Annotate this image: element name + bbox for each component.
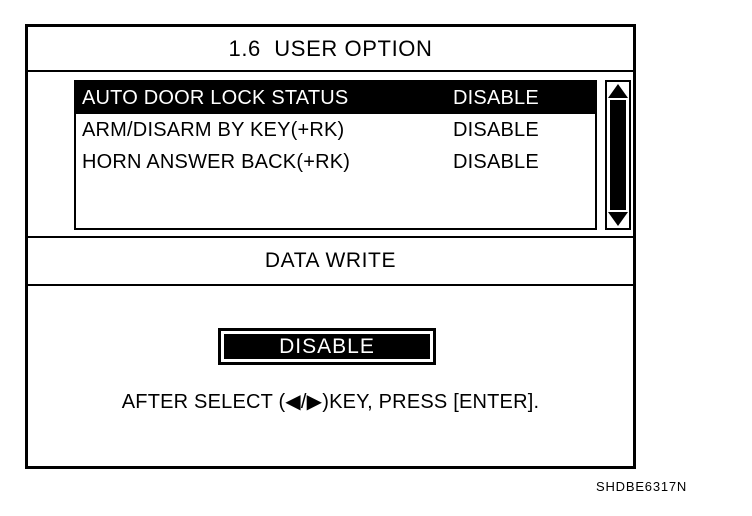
data-write-band: DATA WRITE xyxy=(28,238,633,286)
selected-value-button[interactable]: DISABLE xyxy=(218,328,436,365)
device-screen-frame: 1.6 USER OPTION AUTO DOOR LOCK STATUS DI… xyxy=(25,24,636,469)
selected-value-label: DISABLE xyxy=(279,334,375,358)
page-title: 1.6 USER OPTION xyxy=(228,35,433,61)
option-list[interactable]: AUTO DOOR LOCK STATUS DISABLE ARM/DISARM… xyxy=(74,80,597,230)
option-value: DISABLE xyxy=(453,86,539,109)
screen-title-bar: 1.6 USER OPTION xyxy=(28,27,633,72)
option-value: DISABLE xyxy=(453,118,539,141)
selected-value-button-fill: DISABLE xyxy=(224,334,430,359)
list-item[interactable]: HORN ANSWER BACK(+RK) DISABLE xyxy=(76,146,595,178)
triangle-up-icon[interactable] xyxy=(608,84,628,98)
section-label: DATA WRITE xyxy=(264,249,397,272)
list-item[interactable]: AUTO DOOR LOCK STATUS DISABLE xyxy=(76,82,595,114)
figure-caption: SHDBE6317N xyxy=(596,479,688,494)
action-panel: DISABLE AFTER SELECT (◀/▶)KEY, PRESS [EN… xyxy=(28,286,633,466)
instruction-text: AFTER SELECT (◀/▶)KEY, PRESS [ENTER]. xyxy=(121,391,540,413)
option-value: DISABLE xyxy=(453,150,539,173)
option-list-region: AUTO DOOR LOCK STATUS DISABLE ARM/DISARM… xyxy=(28,72,633,238)
option-label: ARM/DISARM BY KEY(+RK) xyxy=(82,118,345,141)
scrollbar-thumb[interactable] xyxy=(610,100,626,210)
list-scrollbar[interactable] xyxy=(605,80,631,230)
hint-line: AFTER SELECT (◀/▶)KEY, PRESS [ENTER]. xyxy=(28,389,633,414)
list-item[interactable]: ARM/DISARM BY KEY(+RK) DISABLE xyxy=(76,114,595,146)
triangle-down-icon[interactable] xyxy=(608,212,628,226)
option-label: AUTO DOOR LOCK STATUS xyxy=(82,86,349,109)
option-label: HORN ANSWER BACK(+RK) xyxy=(82,150,351,173)
